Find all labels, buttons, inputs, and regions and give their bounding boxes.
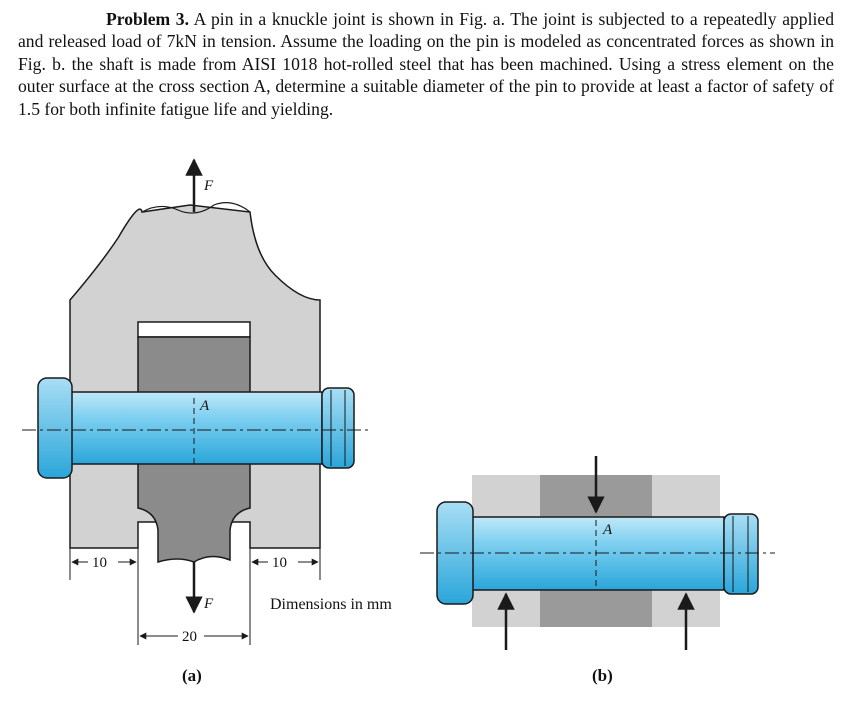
figure-b: A (b) <box>420 456 775 685</box>
caption-b: (b) <box>592 666 613 685</box>
section-a-label-b: A <box>602 522 613 538</box>
figure-a: A F F 10 10 20 Dimensions in mm (a) <box>22 158 392 685</box>
pin-shaft <box>69 391 323 465</box>
dim-left: 10 <box>92 555 107 571</box>
dim-bottom: 20 <box>182 629 197 645</box>
clevis-slot <box>137 321 251 338</box>
force-label-top: F <box>203 178 214 194</box>
pin-end-b <box>723 513 759 595</box>
units-note: Dimensions in mm <box>270 596 392 613</box>
dim-right: 10 <box>272 555 287 571</box>
caption-a: (a) <box>182 666 202 685</box>
force-label-bottom: F <box>203 596 214 612</box>
section-a-label: A <box>199 398 210 414</box>
problem-body: A pin in a knuckle joint is shown in Fig… <box>18 9 834 119</box>
problem-statement: Problem 3. A pin in a knuckle joint is s… <box>18 8 834 120</box>
problem-heading: Problem 3. <box>106 9 189 29</box>
pin-head <box>37 377 73 479</box>
pin-end <box>321 387 355 469</box>
